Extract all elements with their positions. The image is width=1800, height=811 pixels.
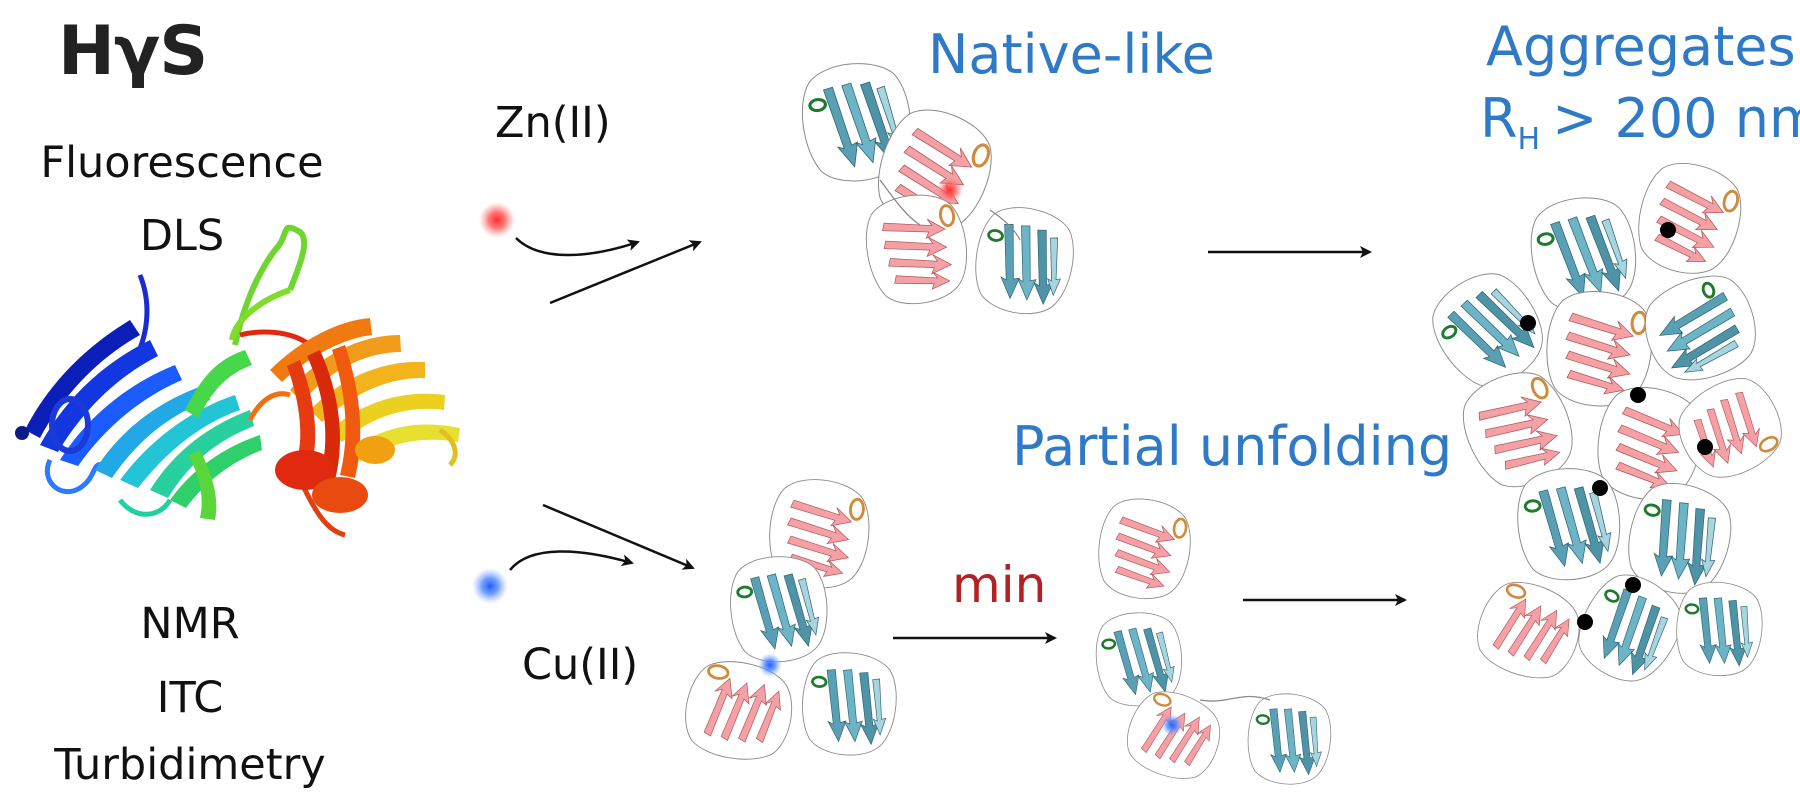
copper-ion-dot (472, 568, 508, 604)
copper-ion-label: Cu(II) (522, 640, 639, 690)
technique-itc: ITC (156, 673, 224, 723)
copper-pathway-arrow (542, 503, 695, 570)
technique-fluorescence: Fluorescence (40, 138, 324, 188)
native-like-structure (794, 55, 1083, 323)
hydrodynamic-radius-label: RH> 200 nm (1480, 92, 1800, 155)
protein-title: HγS (58, 12, 208, 91)
radius-value: > 200 nm (1552, 87, 1800, 150)
copper-binding-arrow (509, 550, 634, 571)
aggregates-label: Aggregates (1486, 15, 1796, 78)
zinc-pathway-arrow (549, 240, 702, 305)
radius-symbol: R (1480, 87, 1518, 150)
zinc-ion-label: Zn(II) (495, 98, 611, 148)
native-like-label: Native-like (928, 23, 1215, 86)
partially-unfolded-structure (1091, 492, 1336, 791)
radius-subscript: H (1517, 122, 1541, 157)
copper-bound-structure (677, 474, 902, 769)
technique-dls: DLS (139, 211, 225, 261)
protein-structure-image (15, 224, 460, 538)
technique-turbidimetry: Turbidimetry (54, 740, 326, 790)
partial-unfolding-label: Partial unfolding (1012, 415, 1453, 478)
technique-nmr: NMR (140, 599, 240, 649)
time-label-min: min (952, 556, 1047, 614)
zinc-binding-arrow (515, 237, 640, 257)
aggregate-cluster (1415, 152, 1798, 698)
zinc-ion-dot (479, 202, 515, 238)
